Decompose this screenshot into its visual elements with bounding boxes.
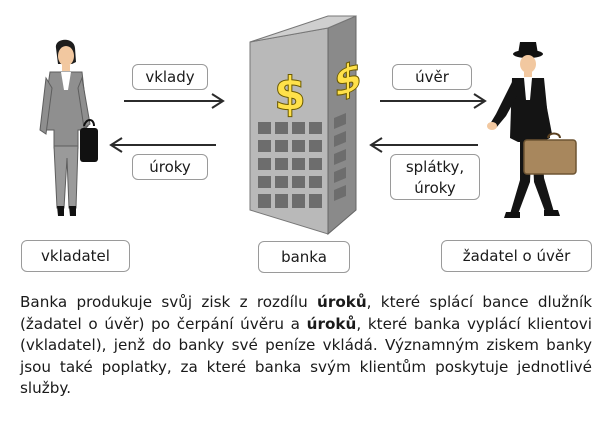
man-with-briefcase-icon (487, 42, 577, 218)
flow-arrows (109, 93, 487, 153)
bank-label: banka (258, 241, 350, 273)
repayments-label: splátky, úroky (390, 154, 480, 200)
bank-building-icon: $ $ (249, 15, 360, 236)
bold-interest-1: úroků (317, 293, 367, 311)
woman-with-bag-icon (39, 39, 98, 216)
svg-text:$: $ (274, 67, 306, 121)
interest-paid-label: úroky (132, 154, 208, 180)
loan-label: úvěr (392, 64, 472, 90)
bank-flow-diagram: $ $ vklady úroky úvěr splátky, úroky (21, 15, 592, 273)
borrower-label: žadatel o úvěr (441, 240, 592, 272)
depositor-label: vkladatel (21, 240, 130, 272)
deposits-label: vklady (132, 64, 208, 90)
svg-text:$: $ (334, 51, 360, 108)
description-paragraph: Banka produkuje svůj zisk z rozdílu úrok… (20, 293, 592, 397)
bold-interest-2: úroků (306, 314, 357, 333)
